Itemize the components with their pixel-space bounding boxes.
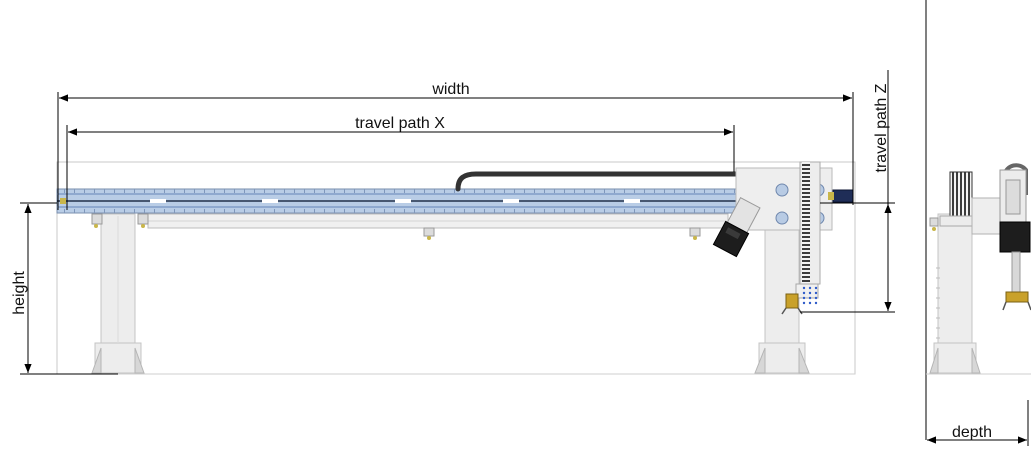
width-label: width <box>431 81 469 98</box>
height-label: height <box>11 271 28 315</box>
main-beam <box>56 188 738 214</box>
side-view: depth <box>925 0 1031 446</box>
left-support-column <box>91 213 145 374</box>
cable-carrier <box>455 171 740 192</box>
side-beam-profile <box>929 163 1031 311</box>
travel-x-dimension: travel path X <box>66 115 735 210</box>
lower-rail <box>91 213 729 240</box>
height-dimension: height <box>11 202 118 375</box>
width-dimension: width <box>57 81 854 210</box>
side-support-column <box>929 213 981 374</box>
depth-dimension: depth <box>927 400 1029 446</box>
travel-x-label: travel path X <box>355 115 445 132</box>
travel-z-dimension: travel path Z <box>800 70 895 313</box>
depth-label: depth <box>952 424 992 441</box>
right-support-column <box>754 213 810 374</box>
travel-z-label: travel path Z <box>873 83 890 172</box>
carriage-assembly <box>712 161 854 315</box>
front-view: width travel path X travel path Z height <box>11 70 895 375</box>
